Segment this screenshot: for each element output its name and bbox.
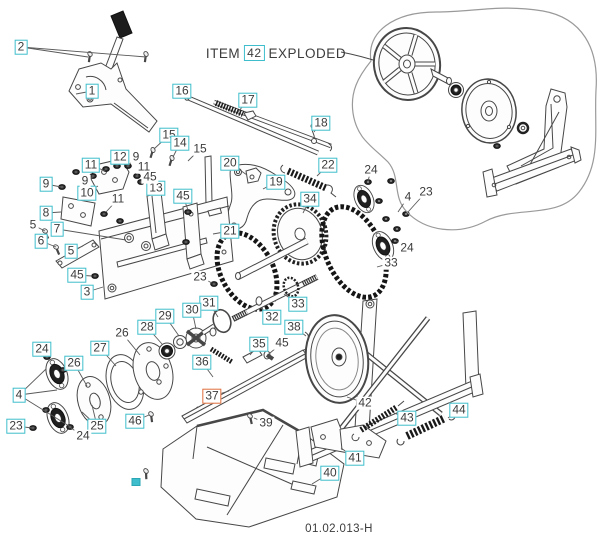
part-label-28[interactable]: 28	[137, 319, 157, 335]
part-label-18[interactable]: 18	[311, 115, 331, 131]
part-label-36[interactable]: 36	[192, 354, 212, 370]
part-label-2[interactable]: 2	[14, 39, 28, 55]
part-label-5[interactable]: 5	[64, 243, 78, 259]
part-label-24: 24	[398, 240, 416, 255]
part-label-19[interactable]: 19	[266, 174, 286, 190]
part-label-9[interactable]: 9	[39, 176, 53, 192]
part-label-29[interactable]: 29	[155, 308, 175, 324]
part-label-17[interactable]: 17	[238, 92, 258, 108]
part-label-22[interactable]: 22	[318, 157, 338, 173]
item-42-hotspot[interactable]: 42	[244, 45, 265, 61]
part-label-30[interactable]: 30	[182, 302, 202, 318]
part-label-12[interactable]: 12	[110, 149, 130, 165]
part-label-45: 45	[141, 169, 159, 184]
part-label-26[interactable]: 26	[64, 355, 84, 371]
part-label-46[interactable]: 46	[125, 413, 145, 429]
part-label-24: 24	[74, 428, 92, 443]
part-label-3[interactable]: 3	[80, 284, 94, 300]
item-42-exploded-view	[340, 7, 597, 231]
part-label-4[interactable]: 4	[12, 387, 26, 403]
part-label-27[interactable]: 27	[90, 340, 110, 356]
part-label-35[interactable]: 35	[249, 336, 269, 352]
part-label-15: 15	[191, 141, 209, 156]
part-label-1[interactable]: 1	[85, 83, 99, 99]
highlight-marker[interactable]	[131, 478, 141, 486]
drawing-number: 01.02.013-H	[305, 523, 373, 535]
part-label-32[interactable]: 32	[262, 309, 282, 325]
part-label-5: 5	[27, 217, 39, 232]
part-label-25[interactable]: 25	[87, 418, 107, 434]
part-label-23: 23	[191, 269, 209, 284]
part-label-45[interactable]: 45	[173, 188, 193, 204]
part-label-41[interactable]: 41	[345, 450, 365, 466]
part-label-14[interactable]: 14	[170, 135, 190, 151]
part-label-38[interactable]: 38	[284, 319, 304, 335]
part-label-16[interactable]: 16	[172, 83, 192, 99]
title-prefix: ITEM	[205, 45, 241, 61]
part-label-40[interactable]: 40	[320, 465, 340, 481]
part-label-20[interactable]: 20	[220, 155, 240, 171]
part-label-7[interactable]: 7	[50, 221, 64, 237]
part-label-6[interactable]: 6	[34, 233, 48, 249]
chain-drive-assembly	[214, 202, 389, 322]
extension-spring-22	[280, 164, 337, 198]
part-label-24: 24	[362, 162, 380, 177]
part-label-33: 33	[382, 255, 400, 270]
part-label-26: 26	[113, 325, 131, 340]
wheel-support-assembly	[295, 298, 484, 468]
part-label-9: 9	[130, 149, 142, 164]
part-label-44[interactable]: 44	[449, 402, 469, 418]
part-label-42: 42	[356, 395, 374, 410]
part-label-11: 11	[135, 159, 153, 174]
frame-plate-assembly	[39, 145, 234, 300]
part-label-11[interactable]: 11	[81, 157, 101, 173]
part-label-4: 4	[402, 189, 414, 204]
part-label-23: 23	[417, 184, 435, 199]
part-label-45: 45	[273, 335, 291, 350]
exploded-view-title: ITEM 42 EXPLODED	[206, 45, 346, 61]
part-label-21[interactable]: 21	[220, 223, 240, 239]
part-label-45[interactable]: 45	[67, 267, 87, 283]
part-label-13[interactable]: 13	[146, 180, 166, 196]
part-label-33[interactable]: 33	[288, 296, 308, 312]
part-label-10[interactable]: 10	[77, 185, 97, 201]
title-suffix: EXPLODED	[268, 45, 347, 61]
part-label-37-selected[interactable]: 37	[202, 388, 222, 404]
part-label-23[interactable]: 23	[6, 418, 26, 434]
part-label-24[interactable]: 24	[32, 341, 52, 357]
part-label-43[interactable]: 43	[397, 410, 417, 426]
part-label-34[interactable]: 34	[300, 191, 320, 207]
part-label-9: 9	[79, 173, 91, 188]
part-label-8[interactable]: 8	[39, 205, 53, 221]
part-label-11: 11	[109, 191, 127, 206]
part-label-39: 39	[257, 415, 275, 430]
part-label-31[interactable]: 31	[199, 295, 219, 311]
